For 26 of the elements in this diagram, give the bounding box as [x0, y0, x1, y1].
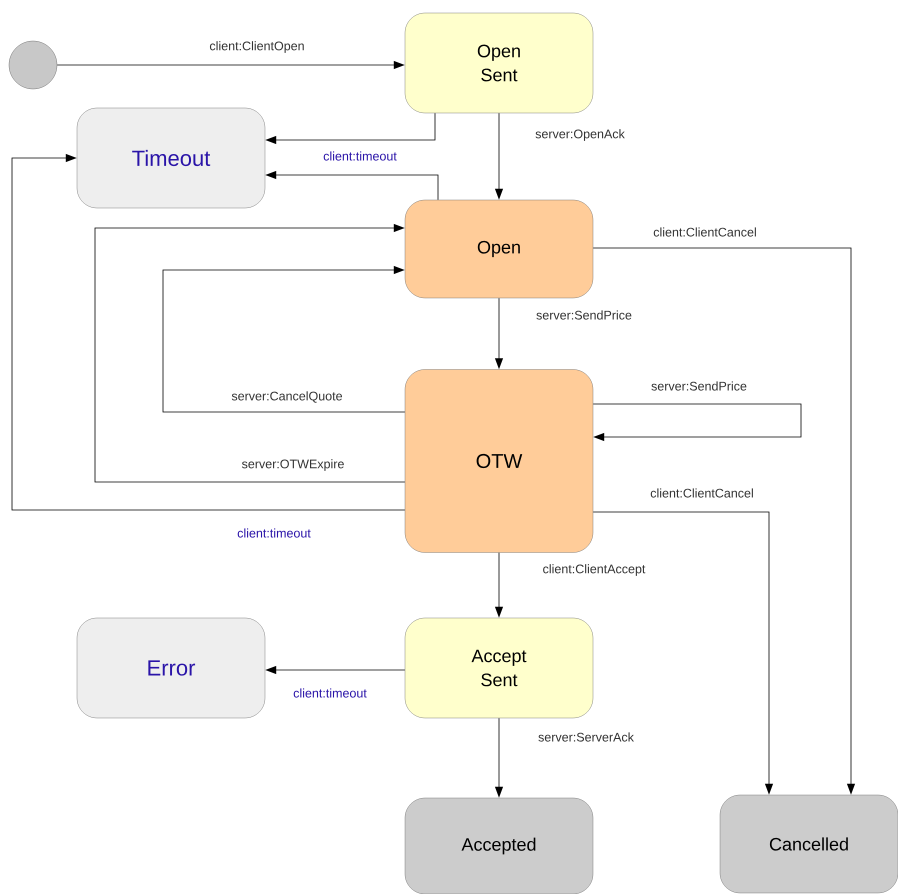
state-box: Timeout — [76, 108, 266, 208]
start-circle — [8, 40, 58, 90]
arrow — [592, 404, 802, 442]
state-box: Open — [404, 200, 594, 298]
edge-label: client:ClientCancel — [652, 226, 758, 238]
edge-label: server:SendPrice — [535, 309, 633, 321]
edge-label: client:timeout — [236, 527, 312, 539]
edge-label: client:ClientAccept — [542, 563, 646, 577]
arrow — [94, 224, 406, 482]
arrow — [162, 266, 406, 412]
edge-label: server:OTWExpire — [240, 458, 346, 472]
edge-label: client:ClientCancel — [649, 487, 755, 499]
arrow — [12, 154, 406, 510]
edge-label: client:timeout — [292, 687, 368, 699]
state-box: Open Sent — [404, 12, 594, 114]
state-box: Cancelled — [720, 794, 898, 894]
edge-label: server:OpenAck — [534, 128, 626, 142]
edge-label: server:SendPrice — [650, 380, 748, 392]
edge-label: client:ClientOpen — [208, 40, 306, 54]
edge-label: server:ServerAck — [537, 731, 635, 743]
state-box: OTW — [404, 369, 594, 553]
state-box: Error — [76, 618, 266, 718]
state-box: Accepted — [404, 798, 594, 894]
edge-label: client:timeout — [322, 150, 398, 162]
state-box: Accept Sent — [404, 618, 594, 718]
edge-label: server:CancelQuote — [230, 390, 344, 404]
